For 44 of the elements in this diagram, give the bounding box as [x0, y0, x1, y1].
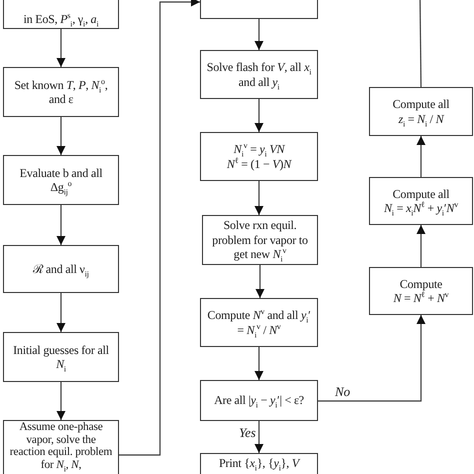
arrow [256, 265, 264, 298]
box-text: N$^{ℓ}$ = (1 − V)N [226, 156, 292, 171]
process-box [200, 132, 318, 181]
box-text: z$_{i}$ = N$_{i}$ / N [398, 112, 444, 126]
process-box [369, 177, 473, 225]
process-box [3, 245, 119, 293]
process-box [202, 215, 318, 265]
process-box [369, 267, 473, 315]
box-text: Print {x$_{i}$}, {y$_{i}$}, V [218, 456, 300, 470]
box-text: N = N$^{ℓ}$ + N$^{v}$ [393, 291, 449, 306]
arrow [254, 181, 264, 215]
box-text: Are all |y$_{i}$ − y$_{i}$′| < ε? [214, 393, 304, 408]
box-text: Compute all [392, 97, 450, 112]
box-text: Compute [400, 276, 442, 291]
process-box [369, 87, 473, 136]
arrow [254, 421, 264, 453]
process-box [3, 155, 119, 205]
box-text: Initial guesses for all N$_{i}$ [12, 342, 110, 372]
arrow [254, 19, 264, 50]
box-text: Solve flash for V, all x$_{i}$ and all y$_{i}$ [206, 60, 312, 89]
box-text: ℛ and all ν$_{ij}$ [33, 262, 89, 276]
arrow [254, 99, 264, 132]
process-box [200, 50, 318, 99]
process-box [200, 380, 318, 421]
process-box [3, 67, 119, 117]
arrow [254, 347, 264, 380]
box-text: Compute N$^{v}$ and all y$_{i}$′ = N$_{i}$$^{v}$ / N$^{v}$ [206, 308, 312, 337]
box-text: Compute all [392, 186, 450, 201]
box-text: Assume one-phase vapor, solve the reaction equil. problem for N$_{i}$, N, [8, 421, 114, 471]
arrow [119, 0, 200, 456]
process-box [200, 298, 318, 347]
arrow [56, 205, 66, 245]
arrow [416, 225, 426, 267]
arrow [318, 315, 426, 402]
box-text: Set known T, P, N$_{i}$$^{o}$, and ε [13, 78, 109, 106]
box-text: N$_{i}$$^{v}$ = y$_{i}$ VN [234, 142, 284, 156]
box-text: in EoS, P$^{s}$$_{i}$, γ$_{i}$, a$_{i}$ [23, 12, 99, 26]
arrow [56, 117, 66, 155]
box-text: N$_{i}$ = x$_{i}$N$^{ℓ}$ + y$_{i}$′N$^{v}$ [384, 201, 458, 216]
process-box [3, 332, 119, 382]
arrow [416, 136, 426, 177]
arrow [56, 382, 66, 420]
arrow [56, 293, 66, 332]
arrow [56, 29, 66, 67]
